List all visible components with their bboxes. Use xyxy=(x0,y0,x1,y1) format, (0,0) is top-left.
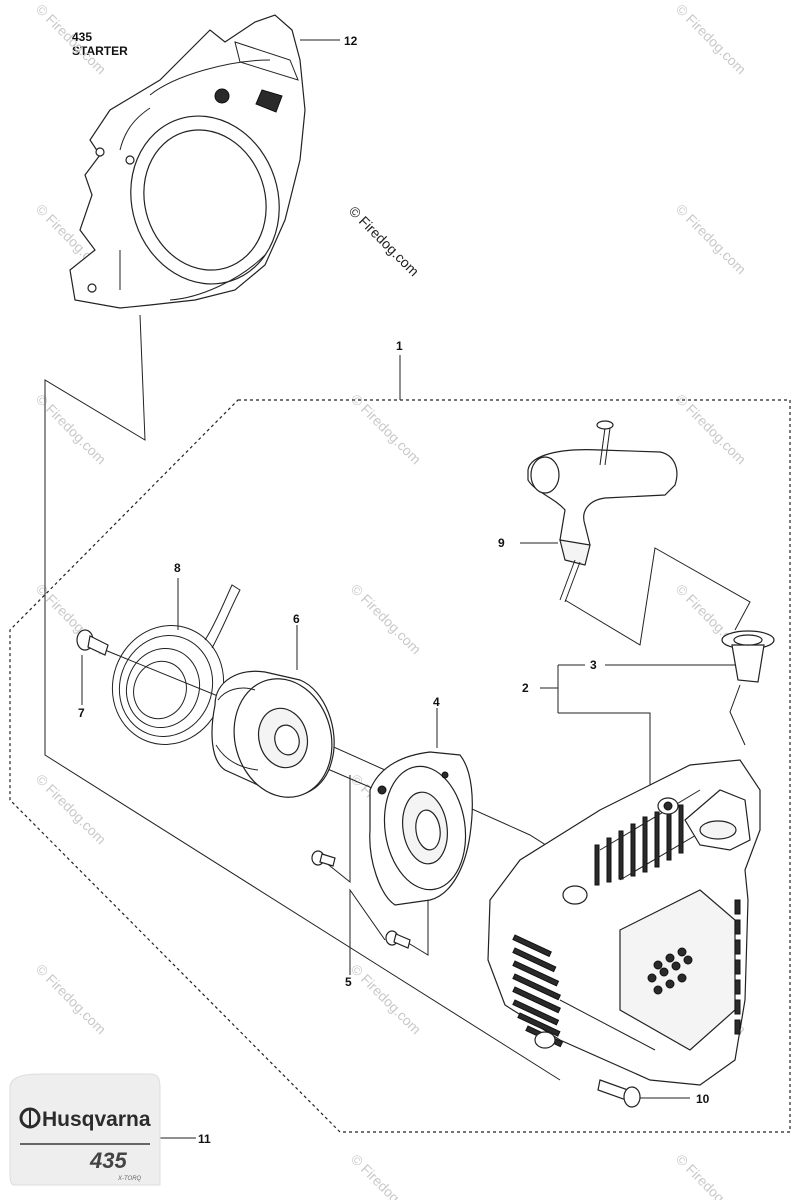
callout-6: 6 xyxy=(293,612,300,626)
part-12-blower-housing xyxy=(69,14,306,309)
part-10-screw xyxy=(597,1079,641,1108)
callout-7: 7 xyxy=(78,706,85,720)
decal-brand: Husqvarna xyxy=(42,1108,151,1131)
watermark: © Firedog.com xyxy=(348,961,424,1037)
watermark: © Firedog.com xyxy=(348,581,424,657)
watermark: © Firedog.com xyxy=(33,961,109,1037)
part-9-starter-handle xyxy=(527,420,678,603)
callout-10: 10 xyxy=(696,1092,710,1106)
part-7-screw xyxy=(76,629,109,656)
decal-model: 435 xyxy=(89,1148,127,1173)
watermark: © Firedog.com xyxy=(673,391,749,467)
watermark: © Firedog.com xyxy=(33,1,109,77)
housing-vent-slots xyxy=(512,804,741,1048)
callout-1: 1 xyxy=(396,339,403,353)
watermark: © Firedog.com xyxy=(348,1151,424,1200)
callout-4: 4 xyxy=(433,695,440,709)
watermark: © Firedog.com xyxy=(673,1151,749,1200)
callout-5: 5 xyxy=(345,975,352,989)
assembly-outline xyxy=(9,399,791,1133)
part-11-decal: Husqvarna 435 X-TORQ xyxy=(9,1073,161,1186)
callout-11: 11 xyxy=(198,1132,211,1146)
watermark: © Firedog.com xyxy=(33,771,109,847)
callout-9: 9 xyxy=(498,536,505,550)
diagram-title: 435 STARTER xyxy=(72,30,128,58)
watermark: © Firedog.com xyxy=(673,201,749,277)
part-2-starter-housing xyxy=(487,759,761,1086)
callout-8: 8 xyxy=(174,561,181,575)
part-3-rope-grommet xyxy=(721,630,775,683)
callout-12: 12 xyxy=(344,34,358,48)
decal-tag: X-TORQ xyxy=(117,1176,142,1182)
part-5-screws xyxy=(311,850,411,949)
watermark: © Firedog.com xyxy=(33,391,109,467)
part-6-rope-pulley xyxy=(211,670,335,798)
callout-2: 2 xyxy=(522,681,529,695)
husqvarna-crown-icon xyxy=(19,1107,41,1129)
section-name: STARTER xyxy=(72,44,128,58)
watermark: © Firedog.com xyxy=(673,1,749,77)
callout-labels: 1 2 3 4 5 6 7 8 9 10 11 12 xyxy=(78,34,710,1146)
watermark: © Firedog.com xyxy=(348,391,424,467)
model-number: 435 xyxy=(72,30,93,44)
callout-3: 3 xyxy=(590,658,597,672)
part-4-pawl-plate xyxy=(369,751,473,906)
watermark-center: © Firedog.com xyxy=(346,203,422,279)
